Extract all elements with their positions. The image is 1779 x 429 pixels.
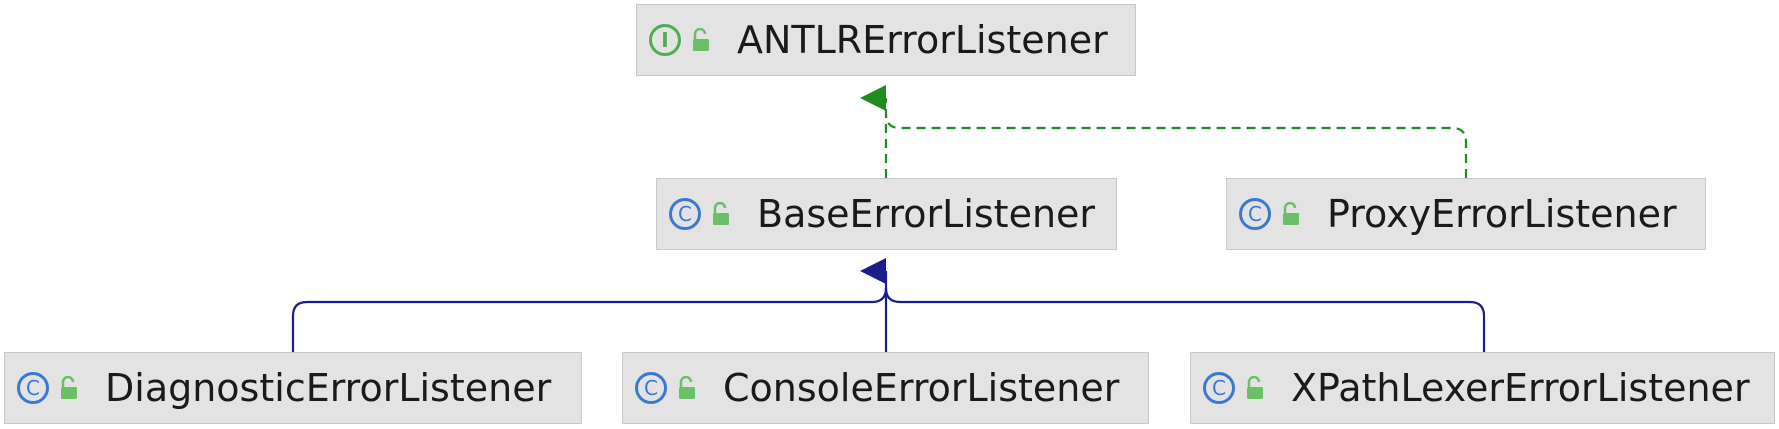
node-label: ConsoleErrorListener: [723, 366, 1120, 410]
class-icon: C: [17, 372, 49, 404]
edge-diagnostic-extends-base: [291, 287, 888, 352]
interface-icon: I: [649, 24, 681, 56]
node-xpath-lexer-error-listener[interactable]: C XPathLexerErrorListener: [1190, 352, 1775, 424]
class-icon: C: [669, 198, 701, 230]
node-label: ProxyErrorListener: [1327, 192, 1677, 236]
unlocked-padlock-icon: [693, 28, 709, 51]
class-icon: C: [635, 372, 667, 404]
edge-xpath-extends-base: [884, 287, 1486, 352]
class-icon: C: [1239, 198, 1271, 230]
node-console-error-listener[interactable]: C ConsoleErrorListener: [622, 352, 1149, 424]
node-label: DiagnosticErrorListener: [105, 366, 552, 410]
node-diagnostic-error-listener[interactable]: C DiagnosticErrorListener: [4, 352, 582, 424]
unlocked-padlock-icon: [679, 376, 695, 399]
unlocked-padlock-icon: [713, 202, 729, 225]
node-antlr-error-listener[interactable]: I ANTLRErrorListener: [636, 4, 1136, 76]
unlocked-padlock-icon: [1247, 376, 1263, 399]
node-proxy-error-listener[interactable]: C ProxyErrorListener: [1226, 178, 1706, 250]
node-base-error-listener[interactable]: C BaseErrorListener: [656, 178, 1117, 250]
node-label: XPathLexerErrorListener: [1291, 366, 1750, 410]
unlocked-padlock-icon: [1283, 202, 1299, 225]
unlocked-padlock-icon: [61, 376, 77, 399]
edge-proxy-implements-antlr: [884, 113, 1468, 178]
node-label: BaseErrorListener: [757, 192, 1096, 236]
node-label: ANTLRErrorListener: [737, 18, 1108, 62]
class-icon: C: [1203, 372, 1235, 404]
